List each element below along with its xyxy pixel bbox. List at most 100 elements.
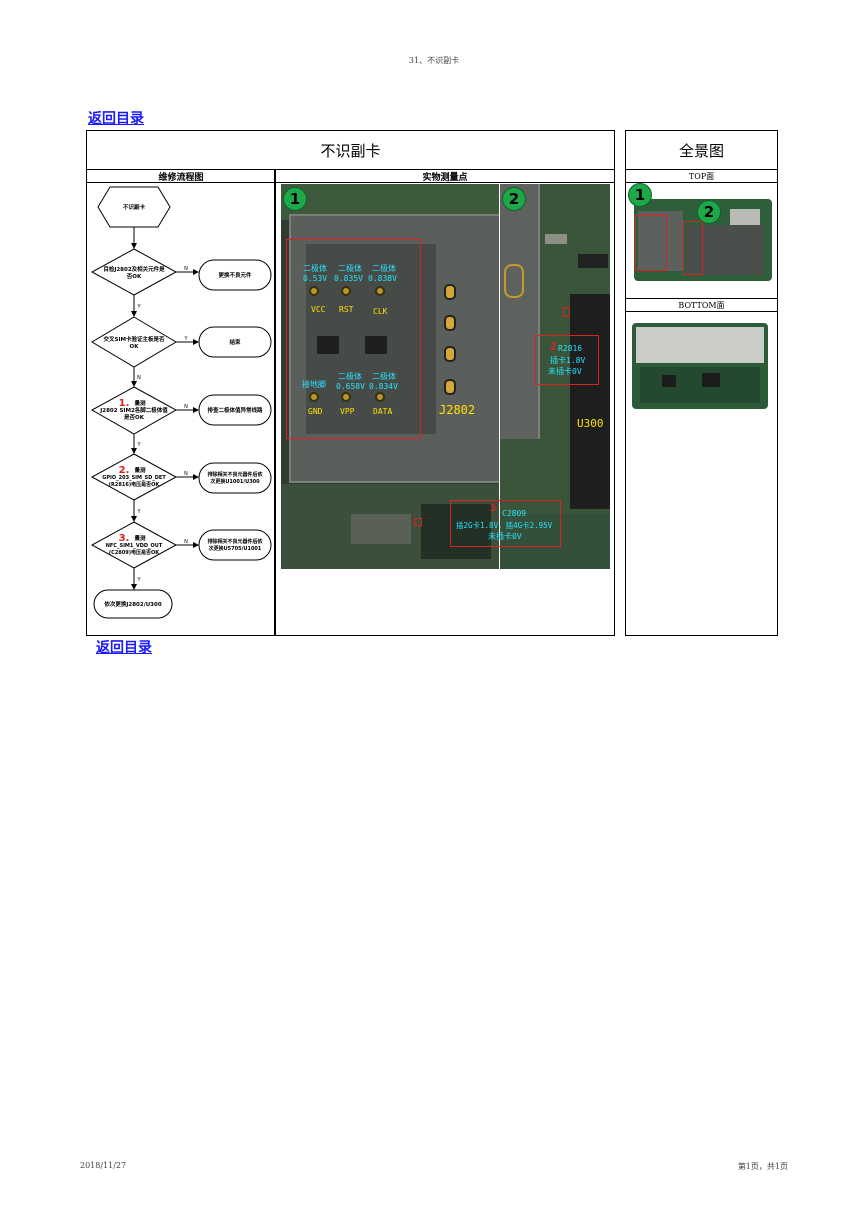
back-to-contents-link-bottom[interactable]: 返回目录	[96, 640, 152, 656]
pin-pad-rst	[341, 286, 351, 296]
board-chip	[662, 375, 676, 387]
footer-date: 2018/11/27	[80, 1161, 127, 1170]
q1-line1: 目检J2802及相关元件是	[103, 265, 165, 273]
pin-pad-data	[375, 392, 385, 402]
vpp-type: 二极体	[338, 372, 362, 381]
pano-marker-area-1	[635, 215, 667, 271]
q4-number: 2.	[119, 465, 130, 476]
connector-contact	[444, 379, 456, 395]
component-block	[351, 514, 411, 544]
q5-line2: NFC_SIM1_VDD_OUT	[106, 543, 163, 549]
no-label-5: N	[184, 539, 188, 545]
connector-contact	[444, 346, 456, 362]
yes-label-2: Y	[183, 336, 188, 342]
clk-name: CLK	[373, 307, 388, 316]
pano-badge-2: 2	[697, 200, 721, 224]
component-block	[578, 254, 608, 268]
r2816-inserted: 插卡1.8V	[550, 356, 586, 365]
action-replace-parts	[198, 259, 272, 291]
bottom-side-header: BOTTOM面	[625, 298, 778, 312]
c2809-inserted: 插2G卡1.8V，插4G卡2.95V	[456, 521, 553, 530]
a5-line2: 次更换U5705/U1001	[209, 545, 262, 552]
back-to-contents-link-top[interactable]: 返回目录	[88, 111, 144, 127]
tray-window	[365, 336, 387, 354]
r2816-point-marker	[563, 307, 570, 317]
pin-pad-vpp	[341, 392, 351, 402]
no-label-4: N	[184, 471, 188, 477]
q1-line2: 否OK	[127, 272, 142, 280]
board-bottom-view	[632, 323, 768, 409]
end-node	[93, 589, 173, 619]
a4-line2: 次更换U1001/U300	[210, 478, 260, 485]
gnd-type: 接地脚	[302, 380, 326, 389]
pano-badge-1: 1	[628, 183, 652, 207]
connector-contact	[444, 284, 456, 300]
r2816-empty: 未插卡0V	[548, 367, 582, 376]
board-shield	[686, 225, 764, 275]
yes-label-1: Y	[136, 304, 141, 310]
connector-hook	[504, 264, 524, 298]
rst-value: 0.835V	[334, 274, 363, 283]
start-node	[97, 186, 171, 228]
yes-label-3: Y	[136, 442, 141, 448]
a1-label: 更换不良元件	[218, 271, 252, 279]
pcb-lower-area	[500, 514, 610, 569]
vpp-value: 0.658V	[336, 382, 365, 391]
board-test-points-photo: 2 2 R2816 插卡1.8V 未插卡0V U300	[500, 184, 610, 569]
data-name: DATA	[373, 407, 393, 416]
a5-line1: 排除相关不良元器件后依	[207, 538, 263, 545]
board-shield	[636, 327, 764, 363]
start-label: 不识副卡	[123, 203, 146, 211]
data-value: 0.834V	[369, 382, 398, 391]
metal-shield-edge	[500, 184, 540, 439]
rst-name: RST	[339, 305, 354, 314]
connector-contact	[444, 315, 456, 331]
top-side-header: TOP面	[625, 169, 778, 183]
c2809-note-box	[450, 500, 561, 547]
tray-window	[317, 336, 339, 354]
vcc-value: 0.53V	[303, 274, 328, 283]
action-end	[198, 326, 272, 358]
table-title: 不识副卡	[86, 130, 615, 170]
clk-type: 二极体	[372, 264, 396, 273]
page-header: 31、不识副卡	[408, 56, 460, 65]
board-chip	[730, 209, 760, 225]
footer-page-number: 第1页，共1页	[737, 1162, 788, 1171]
q3-line1: 量测	[134, 399, 146, 407]
c2809-step-number: 3	[490, 503, 497, 514]
q4-line3: (R2816)电压是否OK	[109, 481, 161, 488]
q4-line2: GPIO_203_SIM_SD_DET	[102, 475, 166, 481]
q3-line3: 是否OK	[123, 413, 145, 421]
board-chip	[702, 373, 720, 387]
chip-label-u300: U300	[577, 417, 604, 430]
pin-pad-clk	[375, 286, 385, 296]
a4-line1: 排除相关不良元器件后依	[207, 471, 263, 478]
flow-column-header: 维修流程图	[86, 169, 276, 183]
no-label-1: N	[184, 266, 188, 272]
connector-label-j2802: J2802	[439, 403, 476, 417]
vcc-type: 二极体	[303, 264, 327, 273]
end-label: 依次更换J2802/U300	[104, 600, 161, 608]
chip-u300-body	[570, 294, 610, 509]
board-shield	[638, 211, 683, 271]
clk-value: 0.838V	[368, 274, 397, 283]
c2809-point-marker	[414, 518, 422, 526]
action-replace-u5705-u1001	[198, 529, 272, 561]
vcc-name: VCC	[311, 305, 326, 314]
action-check-diode-lines	[198, 394, 272, 426]
a3-label: 排查二极体值异常线路	[207, 406, 263, 414]
marker-badge-1: 1	[283, 187, 307, 211]
q5-number: 3.	[119, 533, 130, 544]
pano-marker-area-2	[683, 221, 703, 275]
component-block	[421, 504, 491, 559]
c2809-empty: 未插卡0V	[488, 532, 522, 541]
panorama-title: 全景图	[625, 130, 778, 170]
yes-label-4: Y	[136, 509, 141, 515]
r2816-step-number: 2	[550, 340, 557, 353]
r2816-label: R2816	[558, 344, 583, 353]
no-label-3: N	[184, 404, 188, 410]
board-components	[640, 367, 760, 403]
yes-label-5: Y	[136, 577, 141, 583]
component-block	[545, 234, 567, 244]
q3-line2: J2802 SIM2各脚二极体值	[99, 406, 168, 414]
